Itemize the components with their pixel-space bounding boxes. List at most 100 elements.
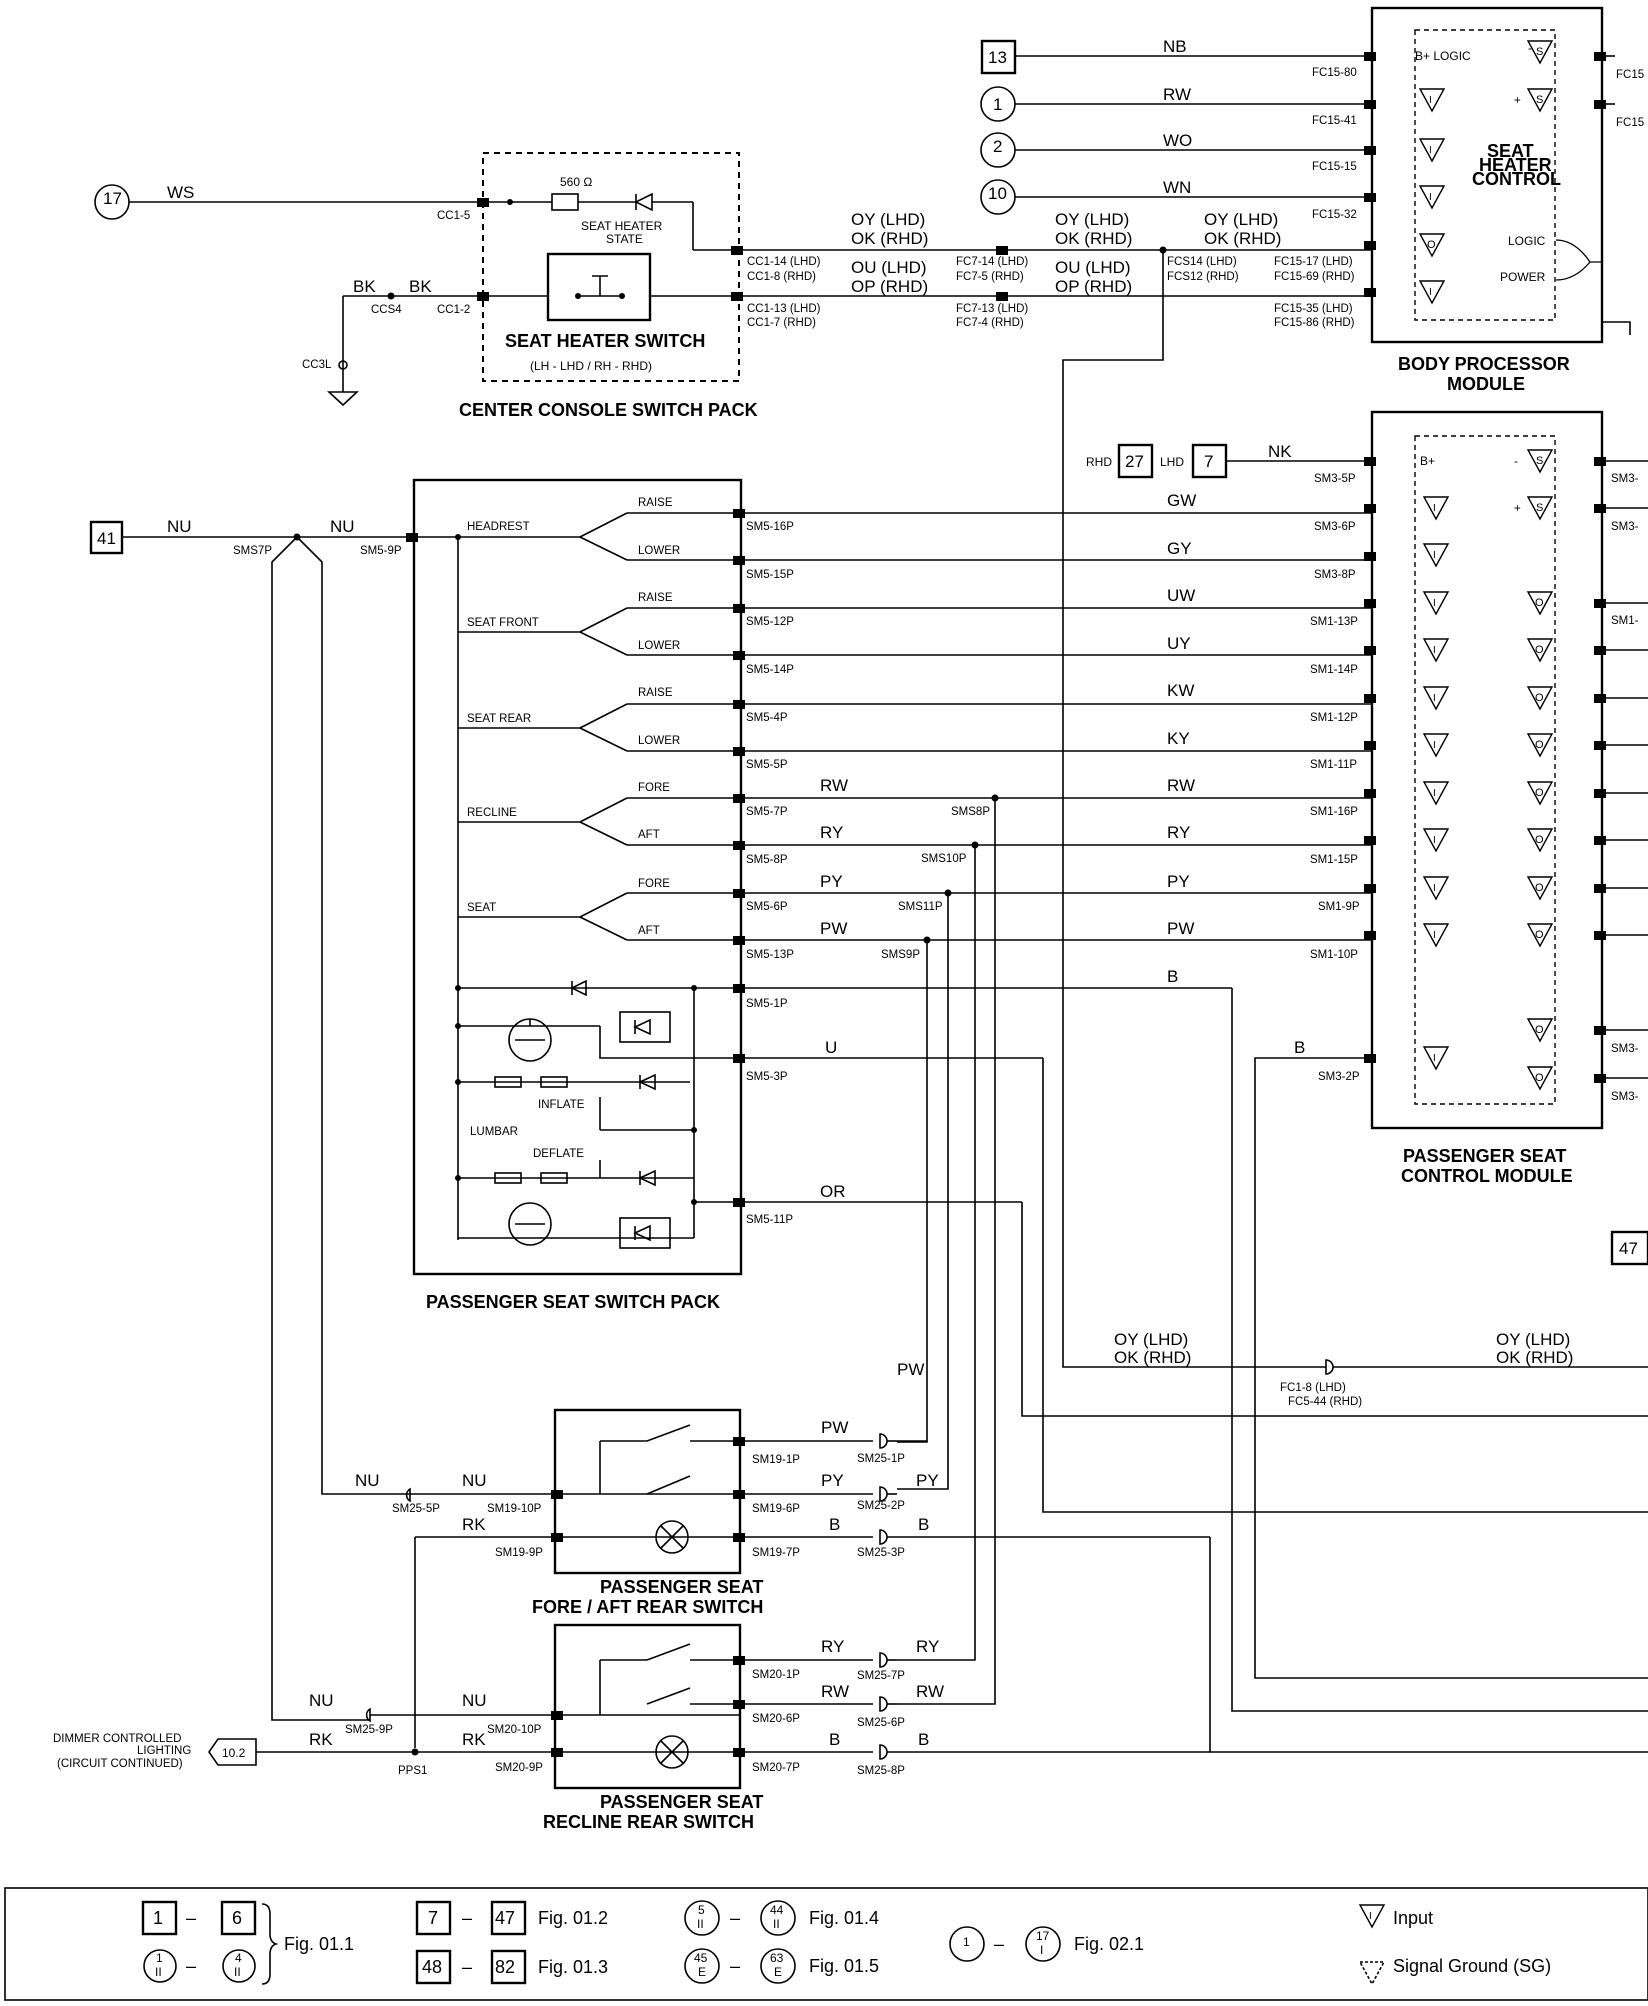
svg-text:NU: NU — [167, 517, 192, 536]
svg-text:OK (RHD): OK (RHD) — [1496, 1348, 1573, 1367]
svg-text:SM3-6P: SM3-6P — [1314, 521, 1356, 533]
svg-text:SM5-9P: SM5-9P — [360, 545, 402, 557]
svg-text:OR: OR — [820, 1182, 846, 1201]
svg-text:LOWER: LOWER — [638, 545, 680, 557]
signal-ground-icon — [1527, 876, 1553, 900]
svg-text:+: + — [1514, 95, 1521, 107]
svg-text:II: II — [773, 1917, 780, 1931]
svg-text:Fig. 02.1: Fig. 02.1 — [1074, 1934, 1144, 1954]
svg-text:CC1-13 (LHD): CC1-13 (LHD) — [747, 303, 821, 315]
svg-text:CCS4: CCS4 — [371, 304, 402, 316]
svg-text:PASSENGER SEAT SWITCH PACK: PASSENGER SEAT SWITCH PACK — [426, 1292, 720, 1312]
svg-text:RW: RW — [1163, 85, 1191, 104]
svg-text:UY: UY — [1167, 634, 1191, 653]
svg-text:27: 27 — [1125, 452, 1144, 471]
svg-text:82: 82 — [495, 1957, 515, 1977]
signal-ground-icon — [1527, 1018, 1553, 1042]
svg-text:SM25-2P: SM25-2P — [857, 1500, 905, 1512]
dimmer-ref-arrow — [208, 1738, 257, 1766]
svg-text:10.2: 10.2 — [222, 1746, 246, 1760]
signal-ground-icon — [1419, 233, 1445, 257]
svg-text:FC15-86 (RHD): FC15-86 (RHD) — [1274, 317, 1355, 329]
svg-text:KY: KY — [1167, 729, 1190, 748]
svg-text:FC5-44 (RHD): FC5-44 (RHD) — [1288, 1396, 1362, 1408]
ref-13-box — [980, 39, 1017, 75]
svg-text:FORE / AFT REAR SWITCH: FORE / AFT REAR SWITCH — [532, 1597, 763, 1617]
svg-text:FC15-32: FC15-32 — [1312, 209, 1357, 221]
svg-text:SM5-5P: SM5-5P — [746, 759, 788, 771]
input-symbol-icon — [1419, 138, 1445, 162]
svg-text:B: B — [829, 1730, 840, 1749]
svg-text:FC15-41: FC15-41 — [1312, 115, 1357, 127]
svg-text:FC7-14 (LHD): FC7-14 (LHD) — [956, 256, 1028, 268]
svg-text:LOWER: LOWER — [638, 640, 680, 652]
svg-text:SM3-5P: SM3-5P — [1314, 473, 1356, 485]
svg-text:SEAT REAR: SEAT REAR — [467, 713, 531, 725]
shc-1: SEAT — [1487, 141, 1534, 161]
svg-text:SM5-14P: SM5-14P — [746, 664, 794, 676]
svg-text:PY: PY — [916, 1471, 939, 1490]
svg-text:SM1-14P: SM1-14P — [1310, 664, 1358, 676]
shc-2: HEATER — [1479, 155, 1552, 175]
svg-text:Fig. 01.5: Fig. 01.5 — [809, 1956, 879, 1976]
resistor-560 — [551, 193, 579, 211]
svg-text:SM3-: SM3- — [1611, 1043, 1639, 1055]
svg-text:RW: RW — [821, 1682, 849, 1701]
svg-text:PASSENGER SEAT: PASSENGER SEAT — [1403, 1146, 1566, 1166]
svg-text:RY: RY — [821, 1637, 844, 1656]
svg-text:47: 47 — [1619, 1239, 1638, 1258]
svg-text:OK (RHD): OK (RHD) — [851, 229, 928, 248]
b-logic-label: B+ LOGIC — [1415, 49, 1471, 63]
signal-ground-icon — [1527, 733, 1553, 757]
svg-text:II: II — [697, 1917, 704, 1931]
svg-text:FC15-69 (RHD): FC15-69 (RHD) — [1274, 271, 1355, 283]
svg-text:PW: PW — [820, 919, 847, 938]
power-label: POWER — [1500, 270, 1546, 284]
svg-text:FC7-5 (RHD): FC7-5 (RHD) — [956, 271, 1024, 283]
passenger-seat-switch-pack — [412, 478, 743, 1276]
svg-text:4: 4 — [235, 1951, 242, 1965]
switch-symbol-icon — [1527, 449, 1553, 473]
svg-text:SM19-7P: SM19-7P — [752, 1547, 800, 1559]
svg-text:PY: PY — [820, 872, 843, 891]
svg-text:SM25-9P: SM25-9P — [345, 1724, 393, 1736]
svg-text:SM5-4P: SM5-4P — [746, 712, 788, 724]
svg-text:OK (RHD): OK (RHD) — [1204, 229, 1281, 248]
svg-text:SEAT HEATER SWITCH: SEAT HEATER SWITCH — [505, 331, 705, 351]
svg-text:DEFLATE: DEFLATE — [533, 1148, 584, 1160]
svg-text:6: 6 — [232, 1908, 242, 1928]
svg-text:CONTROL MODULE: CONTROL MODULE — [1401, 1166, 1573, 1186]
svg-text:CC3L: CC3L — [302, 359, 332, 371]
svg-text:FCS12 (RHD): FCS12 (RHD) — [1167, 271, 1239, 283]
legend: 1 – 6 1 II – 4 II Fig. 01.1 7 – 47 Fig. … — [141, 1900, 1551, 1986]
svg-text:17: 17 — [103, 189, 122, 208]
svg-text:SM5-16P: SM5-16P — [746, 521, 794, 533]
svg-text:SM25-7P: SM25-7P — [857, 1670, 905, 1682]
svg-text:FORE: FORE — [638, 878, 670, 890]
svg-text:SMS7P: SMS7P — [233, 545, 272, 557]
body-processor-module — [1370, 6, 1604, 344]
svg-text:LHD: LHD — [1160, 455, 1184, 469]
svg-text:1: 1 — [963, 1935, 970, 1949]
svg-text:FC15-15: FC15-15 — [1312, 161, 1357, 173]
svg-text:RAISE: RAISE — [638, 592, 673, 604]
svg-text:NB: NB — [1163, 37, 1187, 56]
svg-text:SMS11P: SMS11P — [898, 901, 943, 913]
svg-text:Fig. 01.1: Fig. 01.1 — [284, 1934, 354, 1954]
svg-text:B: B — [918, 1515, 929, 1534]
legend-signal-ground-icon — [1358, 1961, 1386, 1986]
svg-text:OY (LHD): OY (LHD) — [1204, 210, 1278, 229]
svg-text:BK: BK — [353, 277, 376, 296]
switch-symbol-icon — [1527, 88, 1553, 112]
svg-text:SM1-16P: SM1-16P — [1310, 806, 1358, 818]
svg-text:SM25-5P: SM25-5P — [392, 1503, 440, 1515]
svg-text:NU: NU — [462, 1471, 487, 1490]
svg-text:FCS14 (LHD): FCS14 (LHD) — [1167, 256, 1237, 268]
svg-text:SM3-: SM3- — [1611, 473, 1639, 485]
svg-text:E: E — [774, 1965, 782, 1979]
logic-label: LOGIC — [1508, 234, 1546, 248]
ref-47-box — [1610, 1230, 1648, 1266]
svg-text:FC15: FC15 — [1616, 69, 1644, 81]
